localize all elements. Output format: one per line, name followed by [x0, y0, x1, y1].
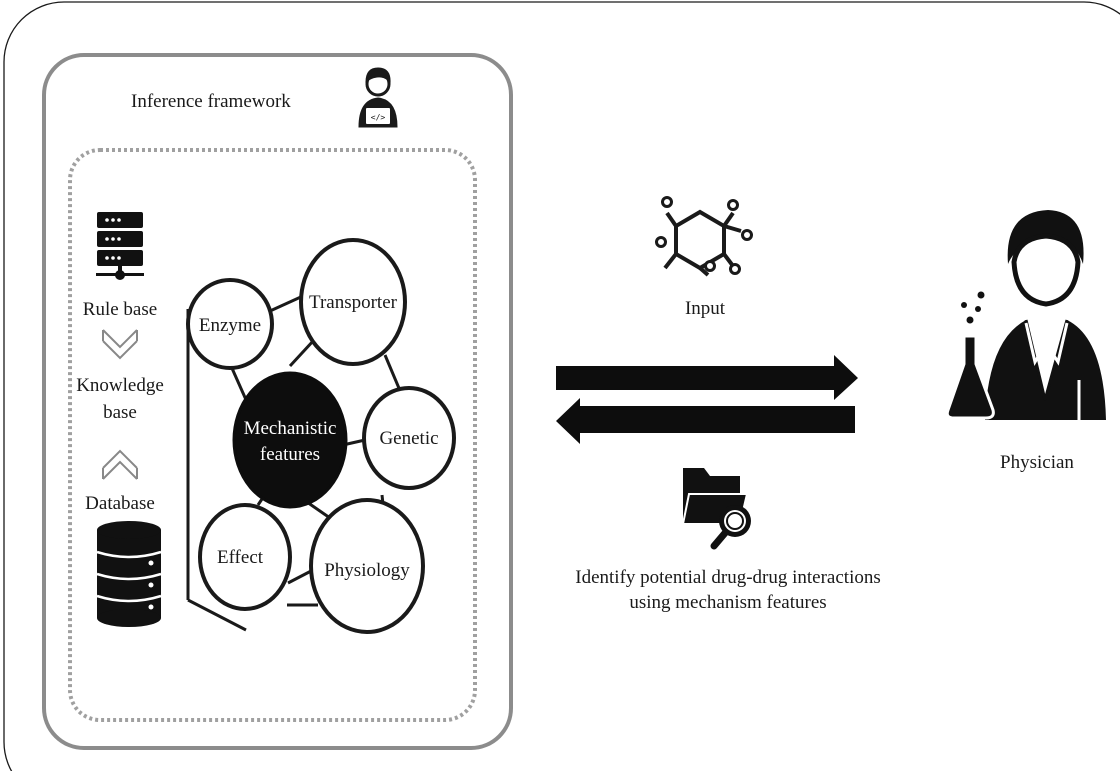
chevron-up-icon	[102, 449, 138, 480]
framework-title: Inference framework	[131, 91, 291, 112]
knowledge-base-label-line2: base	[103, 402, 137, 423]
inference-framework-frame	[42, 53, 513, 750]
effect-node	[198, 503, 292, 611]
inference-dotted-box	[68, 148, 477, 722]
transporter-node	[299, 238, 407, 366]
physiology-node	[309, 498, 425, 634]
molecule-hexagon-icon	[655, 196, 753, 277]
svg-text:</>: </>	[371, 113, 386, 122]
mechanistic-features-label-line2: features	[260, 444, 320, 465]
folder-search-icon	[681, 468, 751, 550]
physician-with-flask-icon	[945, 210, 1106, 420]
arrow-left-icon	[556, 398, 855, 444]
input-label: Input	[685, 298, 726, 319]
knowledge-base-label-line1: Knowledge	[76, 375, 164, 396]
mechanistic-features-label-line1: Mechanistic	[244, 418, 337, 439]
genetic-node	[362, 386, 456, 490]
effect-label: Effect	[217, 547, 264, 568]
feature-network-edges	[186, 294, 403, 632]
enzyme-label: Enzyme	[199, 315, 261, 336]
enzyme-node	[186, 278, 274, 370]
mechanistic-features-node	[232, 371, 348, 509]
chevron-down-icon	[102, 329, 138, 360]
arrow-right-icon	[556, 355, 858, 400]
output-label-line1: Identify potential drug-drug interaction…	[575, 567, 881, 588]
outer-frame	[3, 1, 1120, 771]
rule-base-label: Rule base	[83, 299, 157, 320]
transporter-label: Transporter	[309, 292, 398, 313]
physiology-label: Physiology	[324, 560, 410, 581]
developer-person-icon: </>	[358, 67, 398, 128]
physician-label: Physician	[1000, 452, 1074, 473]
database-label: Database	[85, 493, 155, 514]
output-label-line2: using mechanism features	[629, 592, 826, 613]
database-cylinder-icon	[96, 521, 162, 627]
genetic-label: Genetic	[379, 428, 438, 449]
server-rack-icon	[96, 212, 144, 280]
